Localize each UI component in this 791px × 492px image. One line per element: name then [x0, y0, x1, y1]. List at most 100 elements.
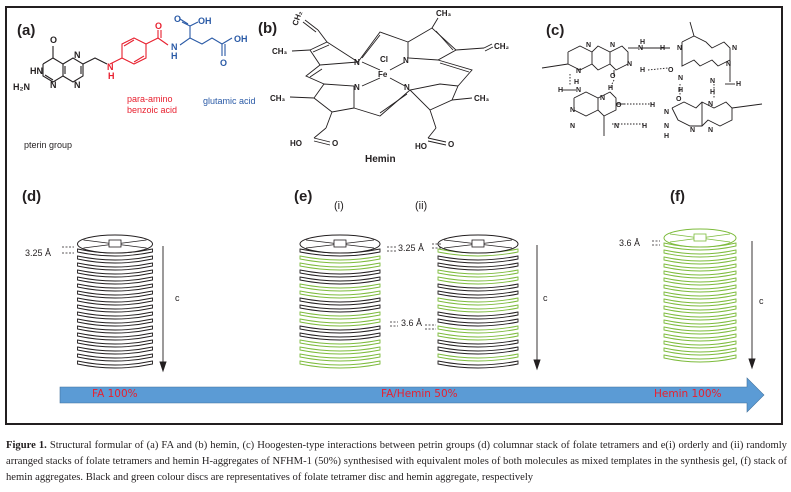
- folate-disc: [77, 346, 153, 355]
- folate-disc: [299, 304, 381, 313]
- panel-e-label: (e): [294, 188, 313, 205]
- hemin-structure: CH₂ CH₃ CH₃ CH₂ CH₃ CH₃ N N N N Cl Fe HO…: [270, 9, 510, 151]
- folic-acid-structure: O HN N N N H₂N N H O N H O OH OH O: [13, 14, 248, 92]
- hemin-disc: [663, 326, 737, 335]
- folate-disc: [77, 283, 153, 292]
- panel-f-label: (f): [670, 188, 685, 205]
- hemin-ch3-3: CH₃: [270, 94, 286, 103]
- e-axis-label: c: [543, 293, 548, 303]
- c-n12: N: [614, 123, 619, 130]
- hemin-n4: N: [404, 83, 410, 92]
- pterin-n3: N: [50, 80, 57, 90]
- label-paba-2: benzoic acid: [127, 105, 178, 115]
- hemin-disc: [663, 333, 737, 342]
- pterin-h2n: H₂N: [13, 82, 30, 92]
- hemin-disc: [663, 263, 737, 272]
- c-o2: O: [610, 73, 616, 80]
- folate-disc: [437, 339, 519, 348]
- c-n20: N: [708, 127, 713, 134]
- arrow-label-fa-hemin: FA/Hemin 50%: [381, 388, 458, 400]
- c-h10: H: [678, 87, 683, 94]
- stack-d: [77, 234, 153, 369]
- c-h11: H: [710, 89, 715, 96]
- paba-bonds: [109, 30, 169, 65]
- hemin-disc: [437, 297, 519, 306]
- folate-disc: [77, 255, 153, 264]
- e-spacing-mid-label: 3.6 Å: [401, 318, 423, 328]
- hemin-ho2: HO: [415, 142, 427, 151]
- c-h6: H: [608, 85, 613, 92]
- folate-disc: [77, 269, 153, 278]
- c-axis-arrows: [159, 241, 756, 373]
- d-axis-label: c: [175, 293, 180, 303]
- figure-caption: Figure 1. Structural formular of (a) FA …: [6, 438, 787, 486]
- folate-disc: [299, 325, 381, 334]
- c-h7: H: [650, 102, 655, 109]
- folate-disc: [77, 339, 153, 348]
- panel-d-label: (d): [22, 188, 42, 205]
- folate-disc: [77, 332, 153, 341]
- hemin-disc: [437, 332, 519, 341]
- hemin-disc: [663, 249, 737, 258]
- hemin-disc: [663, 354, 737, 363]
- tetramer-core: [108, 239, 122, 248]
- folate-disc: [437, 255, 519, 264]
- c-n2: N: [610, 42, 615, 49]
- c-n16: N: [708, 101, 713, 108]
- folate-disc: [437, 311, 519, 320]
- folate-disc: [299, 332, 381, 341]
- c-n19: N: [690, 127, 695, 134]
- folate-disc: [77, 360, 153, 369]
- caption-text: Structural formular of (a) FA and (b) he…: [6, 440, 787, 483]
- folate-disc: [77, 353, 153, 362]
- hemin-disc: [663, 347, 737, 356]
- folate-disc: [77, 325, 153, 334]
- label-paba-1: para-amino: [127, 94, 173, 104]
- c-n4: N: [677, 45, 682, 52]
- tetramer-core: [333, 239, 347, 248]
- panel-e-ii-label: (ii): [415, 200, 428, 212]
- glutamate-bonds: [179, 18, 233, 56]
- pterin-hn: HN: [30, 66, 43, 76]
- hemin-disc: [663, 270, 737, 279]
- c-n10: N: [570, 123, 575, 130]
- hemin-disc: [299, 290, 381, 299]
- c-h1: H: [640, 39, 645, 46]
- panel-e-i-label: (i): [334, 200, 344, 212]
- folate-disc: [77, 318, 153, 327]
- stack-e-i: [299, 234, 381, 369]
- f-axis-label: c: [759, 296, 764, 306]
- tetramer-core: [693, 233, 707, 242]
- hemin-disc: [663, 256, 737, 265]
- hemin-ch3-1: CH₃: [272, 47, 288, 56]
- caption-lead: Figure 1.: [6, 440, 47, 451]
- panel-b-label: (b): [258, 20, 278, 37]
- stack-f: [663, 228, 737, 363]
- hemin-ch2-right: CH₂: [494, 42, 510, 51]
- folate-disc: [299, 276, 381, 285]
- f-spacing-label: 3.6 Å: [619, 238, 641, 248]
- c-h5: H: [558, 87, 563, 94]
- c-h4: H: [574, 79, 579, 86]
- hemin-n1: N: [354, 58, 360, 67]
- hemin-ch3-4: CH₃: [474, 94, 490, 103]
- folate-disc: [77, 297, 153, 306]
- hemin-disc: [437, 353, 519, 362]
- hemin-name: Hemin: [365, 154, 396, 165]
- hemin-ch3-2: CH₃: [436, 9, 452, 18]
- c-n6: N: [576, 68, 581, 75]
- folate-disc: [437, 360, 519, 369]
- spacing-markers: [62, 240, 660, 330]
- c-n8: N: [600, 95, 605, 102]
- hemin-disc: [299, 353, 381, 362]
- glu-o1: O: [174, 14, 181, 24]
- hemin-disc: [663, 312, 737, 321]
- paba-h: H: [108, 71, 115, 81]
- hemin-disc: [663, 305, 737, 314]
- label-pterin-group: pterin group: [24, 140, 73, 150]
- hemin-cl: Cl: [380, 55, 388, 64]
- hemin-disc: [299, 311, 381, 320]
- c-n5: N: [627, 61, 632, 68]
- glu-oh2: OH: [234, 34, 248, 44]
- folate-disc: [77, 311, 153, 320]
